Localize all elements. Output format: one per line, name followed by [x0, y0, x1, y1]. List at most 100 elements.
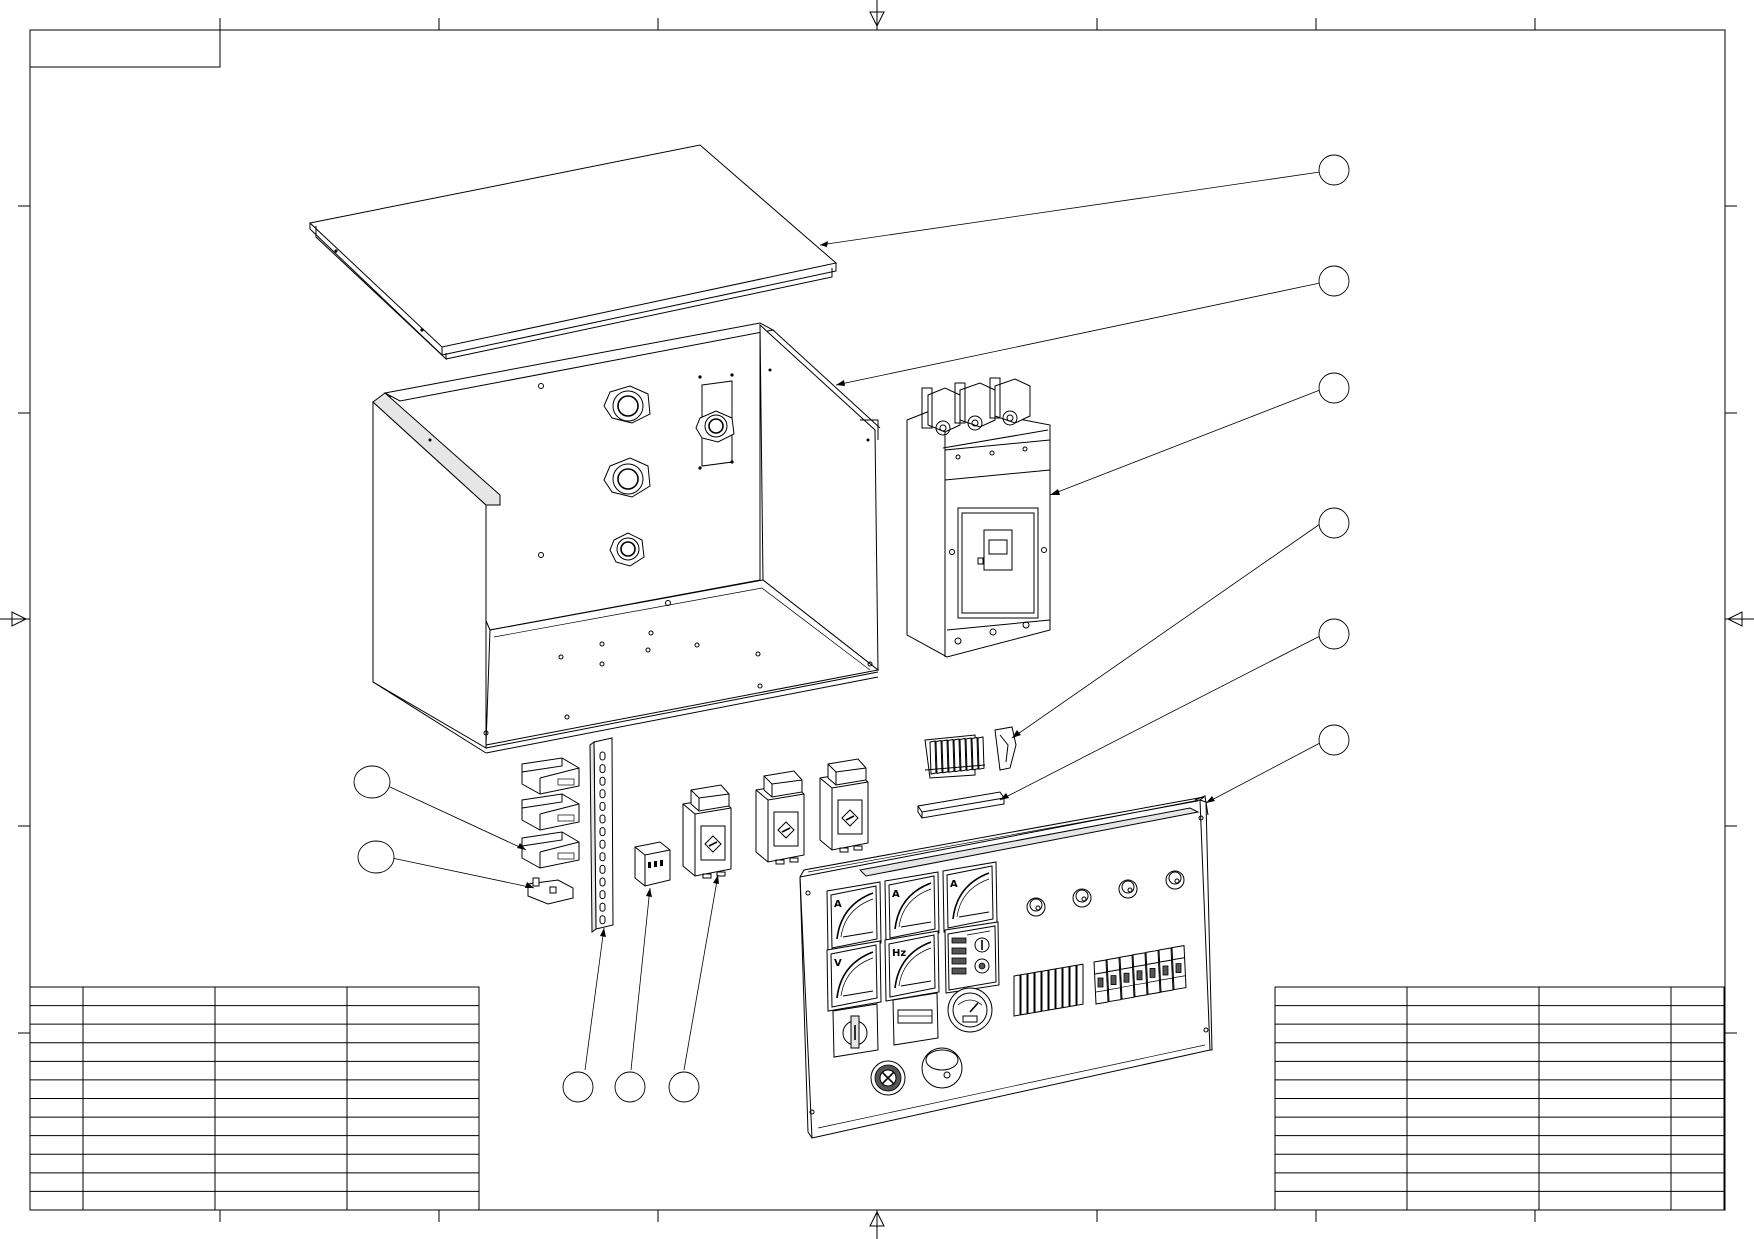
item-balloon: [1318, 372, 1350, 404]
indicator-lamp: [1026, 897, 1046, 917]
hour-counter: [892, 992, 939, 1046]
parts-list-table-left: [29, 986, 480, 1211]
item-balloon: [1318, 265, 1350, 297]
panel-terminal: [1041, 969, 1049, 1012]
auxiliary-relay: [634, 841, 671, 887]
mcb-row: [1093, 945, 1187, 1005]
selector-switch: [832, 1003, 879, 1058]
rail-slot: [599, 789, 606, 799]
terminal-end-stop: [994, 726, 1017, 771]
fuse-holder: [521, 831, 580, 869]
cable-gland-plate: [695, 410, 735, 443]
pressure-gauge: [947, 987, 993, 1033]
rail-slot: [599, 764, 606, 774]
item-balloon: [1318, 724, 1350, 756]
din-rail-vertical: [589, 737, 614, 933]
fuse-holders: [521, 757, 580, 905]
rail-slot: [599, 776, 606, 786]
cable-gland-large-2: [603, 457, 651, 498]
miniature-circuit-breaker: [1171, 945, 1187, 991]
rail-slot: [599, 827, 606, 837]
item-balloon: [1318, 618, 1350, 650]
item-balloons: [353, 154, 1350, 1103]
enclosure-cover-lid: [308, 144, 838, 361]
item-balloon: [353, 765, 391, 799]
push-button: [921, 1047, 963, 1089]
indicator-lamp: [1072, 888, 1092, 908]
item-balloon: [1318, 507, 1350, 539]
terminal-slice: [929, 740, 937, 775]
item-balloon: [357, 840, 395, 874]
panel-terminal: [1069, 964, 1077, 1007]
rail-slot: [599, 839, 606, 849]
analog-meter: A: [826, 881, 882, 953]
rail-slot: [599, 814, 606, 824]
rail-slot: [599, 852, 606, 862]
item-balloon: [562, 1071, 594, 1103]
terminal-slice: [959, 737, 967, 772]
current-transformer: [682, 784, 732, 879]
analog-meter: A: [884, 871, 940, 943]
fuse-holder: [521, 793, 580, 831]
rail-slot: [599, 864, 606, 874]
item-balloon: [668, 1071, 700, 1103]
rail-slot: [599, 751, 606, 761]
parts-list-table-right: [1274, 986, 1725, 1211]
miniature-circuit-breaker: [1132, 952, 1148, 998]
panel-terminal: [1027, 972, 1035, 1015]
fuse-holder: [521, 757, 580, 795]
cable-gland-large-1: [603, 385, 651, 424]
miniature-circuit-breaker: [1145, 949, 1161, 995]
miniature-circuit-breaker: [1093, 959, 1109, 1005]
meter-label: A: [892, 889, 900, 900]
current-transformer: [819, 758, 869, 853]
miniature-circuit-breaker: [1119, 954, 1135, 1000]
enclosure-box: [372, 322, 881, 754]
panel-terminal: [1034, 970, 1042, 1013]
terminal-slice: [965, 737, 973, 772]
item-balloon: [1318, 154, 1350, 186]
cable-gland-small: [609, 532, 645, 567]
terminal-slice: [953, 738, 961, 773]
panel-terminal: [1055, 967, 1063, 1010]
circuit-breaker: [906, 377, 1051, 658]
terminal-slice: [947, 738, 955, 773]
miniature-circuit-breaker: [1158, 947, 1174, 993]
panel-terminal: [1020, 973, 1028, 1016]
item-balloon: [614, 1071, 646, 1103]
current-transformer: [755, 770, 805, 865]
miniature-circuit-breaker: [1106, 957, 1122, 1003]
meter-label: V: [834, 958, 842, 969]
terminal-block-group: [924, 734, 986, 779]
din-rail-short: [917, 791, 1005, 819]
panel-terminal: [1013, 974, 1021, 1017]
terminal-strip-panel: [1013, 963, 1084, 1017]
analog-meter: A: [942, 861, 998, 933]
indicator-lamp: [1118, 879, 1138, 899]
rail-slot: [599, 877, 606, 887]
rail-slot: [599, 890, 606, 900]
terminal-slice: [971, 736, 979, 771]
indicator-lamps: [1026, 870, 1185, 917]
protection-relay-module: [944, 921, 1000, 994]
terminal-slice: [941, 739, 949, 774]
analog-meter: V: [826, 940, 882, 1012]
fuse-base: [527, 877, 574, 905]
meter-label: Hz: [892, 948, 906, 959]
meter-label: A: [950, 879, 958, 890]
leader-lines: [389, 171, 1321, 1071]
rail-slot: [599, 801, 606, 811]
indicator-lamp: [1165, 870, 1185, 890]
rail-slot: [599, 915, 606, 925]
panel-terminal: [1076, 963, 1084, 1006]
rail-slot: [599, 902, 606, 912]
terminal-slice: [977, 736, 985, 770]
terminal-slice: [935, 739, 943, 775]
current-transformers: [682, 758, 869, 879]
panel-terminal: [1062, 966, 1070, 1009]
panel-terminal: [1048, 968, 1056, 1011]
